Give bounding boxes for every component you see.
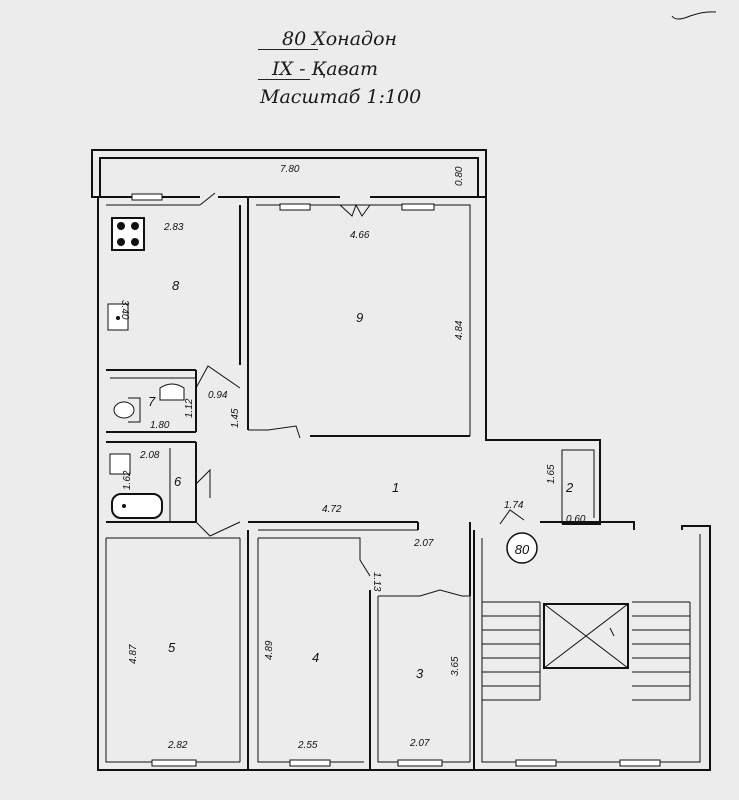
dim-room4-height: 4.89 [264,640,275,660]
room9-door [248,425,301,439]
dim-balcony-depth: 0.80 [454,166,465,186]
dim-room5-width: 2.82 [167,740,188,751]
scale-title: Масштаб 1:100 [260,86,422,108]
elevator-mark [609,627,615,637]
room9-window-left [279,203,311,211]
entry-door [499,509,525,525]
burner-icon [117,222,125,230]
burner-icon [131,222,139,230]
bathtub-drain-icon [122,504,126,508]
room4-window [289,759,331,767]
sink-drain-icon [116,316,120,320]
dim-kitchen-height: 3.40 [119,300,130,320]
stairwell-walls [473,525,711,771]
bath-sink-icon [109,453,131,475]
dim-entry-door: 1.74 [504,500,524,511]
room4-walls [247,530,370,771]
dim-room3-width: 2.07 [409,738,430,749]
stairs-right [632,601,691,701]
apartment-marker [506,532,538,564]
room5-window [151,759,197,767]
dim-corridor-small: 0.94 [208,390,228,401]
dim-balcony-length: 7.80 [280,164,300,175]
floor-title: IX - Қават [272,58,378,80]
floor-underline [258,79,310,80]
dim-hall-right: 2.07 [413,538,434,549]
dim-room9-width: 4.66 [350,230,370,241]
room9-right-wall [370,196,601,525]
bathtub-icon [111,493,163,519]
room5-walls [97,530,248,771]
room4-door [258,537,371,577]
kitchen-door [199,192,216,206]
burner-icon [117,238,125,246]
room-7-label: 7 [148,394,156,409]
room3-window [397,759,443,767]
toilet-door [195,365,241,389]
toilet-icon [113,401,135,419]
apartment-marker-label: 80 [515,542,530,557]
balcony-wall [91,149,487,198]
dim-hall-length: 4.72 [322,504,342,515]
burner-icon [131,238,139,246]
dim-room2-height: 1.65 [546,464,557,484]
stove-icon [111,217,145,251]
room-3-label: 3 [416,666,424,681]
dim-bath-width: 2.08 [139,450,160,461]
title-underline [258,49,318,50]
room-4-label: 4 [312,650,319,665]
elevator-shaft [543,603,629,669]
kitchen-window [131,193,163,201]
room2-wall [561,449,595,524]
dim-door-small: 1.13 [371,572,382,592]
room3-door [378,589,471,762]
dim-room9-height: 4.84 [454,320,465,340]
stairs-left [482,601,541,701]
stairwell-window-left [515,759,557,767]
room2-bottom-wall [540,521,635,530]
room9-inner-wall [256,204,471,436]
dim-room2-width: 0.60 [566,514,586,525]
dim-room4-width: 2.55 [297,740,318,751]
room-9-label: 9 [356,310,363,325]
room-8-label: 8 [172,278,180,293]
bath-door [195,468,211,498]
toilet-sink-icon [159,383,185,401]
room-1-label: 1 [392,480,399,495]
dim-kitchen-window: 2.83 [163,222,184,233]
room-6-label: 6 [174,474,182,489]
dim-room3-height: 3.65 [450,656,461,676]
apartment-title: 80 Хонадон [282,28,398,50]
dim-toilet-width: 1.80 [150,420,170,431]
toilet-tank-icon [128,397,141,423]
dim-bath-height: 1.62 [122,470,133,490]
hall-door-left [195,521,241,537]
dim-room5-height: 4.87 [128,644,139,664]
elevator-cross-icon [543,603,629,669]
room9-window-right [401,203,435,211]
room-2-label: 2 [565,480,574,495]
room-5-label: 5 [168,640,176,655]
stairwell-window-right [619,759,661,767]
dim-corridor-side: 1.45 [230,408,241,428]
dim-toilet-height: 1.12 [184,398,195,418]
balcony-door [339,203,371,217]
room3-walls [369,590,474,771]
stairwell-inner [481,534,701,763]
pen-mark [671,11,717,20]
